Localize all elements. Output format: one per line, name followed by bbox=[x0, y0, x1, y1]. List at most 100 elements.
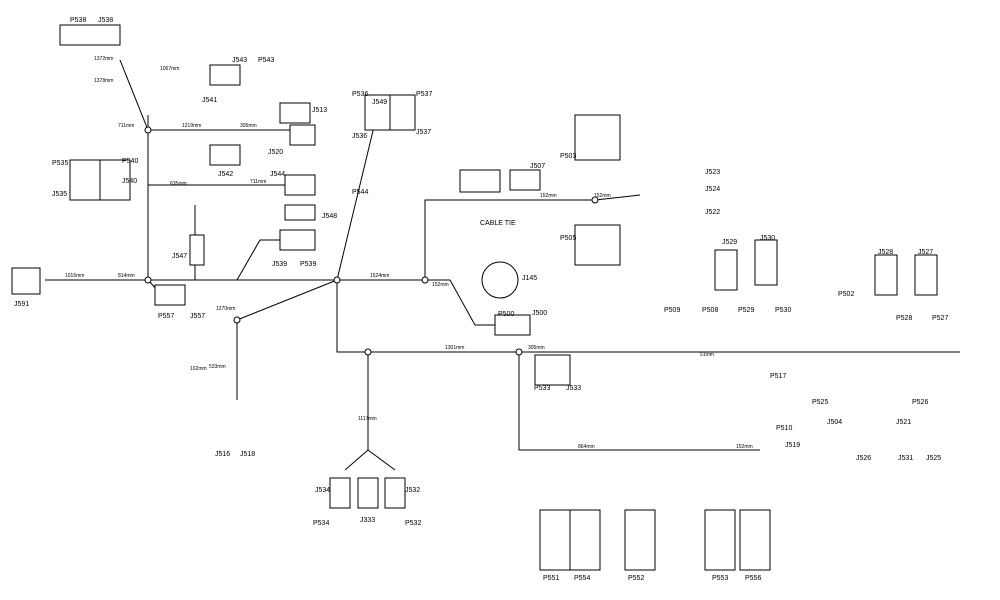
label-p537: P537 bbox=[416, 91, 432, 98]
label-j500: J500 bbox=[532, 310, 547, 317]
connector-j500 bbox=[494, 314, 531, 336]
junction-node bbox=[364, 348, 372, 356]
branch-j592b bbox=[367, 449, 396, 471]
connector-j543 bbox=[209, 64, 241, 86]
connector-p554 bbox=[569, 509, 601, 571]
label-j529: J529 bbox=[722, 239, 737, 246]
label-j591: J591 bbox=[14, 301, 29, 308]
length-711b: 711mm bbox=[250, 179, 266, 185]
label-j557: J557 bbox=[190, 313, 205, 320]
label-j507: J507 bbox=[530, 163, 545, 170]
connector-j513 bbox=[279, 102, 311, 124]
label-p503: P503 bbox=[560, 153, 576, 160]
branch-j592 bbox=[344, 449, 369, 471]
trunk-mid-vertical bbox=[336, 280, 960, 353]
junction-node bbox=[144, 126, 152, 134]
connector-j537 bbox=[389, 94, 416, 131]
label-j543: J543 bbox=[232, 57, 247, 64]
label-j531: J531 bbox=[898, 455, 913, 462]
connector-j333 bbox=[357, 477, 379, 509]
label-p536: P536 bbox=[352, 91, 368, 98]
label-p508: P508 bbox=[702, 307, 718, 314]
junction-node bbox=[144, 276, 152, 284]
label-p532: P532 bbox=[405, 520, 421, 527]
connector-j591 bbox=[11, 267, 41, 295]
label-j547: J547 bbox=[172, 253, 187, 260]
label-p543: P543 bbox=[258, 57, 274, 64]
label-j513: J513 bbox=[312, 107, 327, 114]
label-j539: J539 bbox=[272, 261, 287, 268]
label-p528: P528 bbox=[896, 315, 912, 322]
length-1270: 1270mm bbox=[216, 306, 235, 312]
label-j548: J548 bbox=[322, 213, 337, 220]
label-j536: J536 bbox=[352, 133, 367, 140]
label-p544: P544 bbox=[352, 189, 368, 196]
label-j542: J542 bbox=[218, 171, 233, 178]
label-cable-tie: CABLE TIE bbox=[480, 220, 516, 227]
length-1372: 1372mm bbox=[94, 56, 113, 62]
label-j522: J522 bbox=[705, 209, 720, 216]
connector-j544 bbox=[284, 174, 316, 196]
label-p527: P527 bbox=[932, 315, 948, 322]
label-p538: P538 bbox=[70, 17, 86, 24]
label-j535: J535 bbox=[52, 191, 67, 198]
branch-433 bbox=[424, 194, 641, 280]
label-j519: J519 bbox=[785, 442, 800, 449]
label-p509: P509 bbox=[664, 307, 680, 314]
label-p505: P505 bbox=[560, 235, 576, 242]
junction-node bbox=[515, 348, 523, 356]
label-p517: P517 bbox=[770, 373, 786, 380]
connector-j540 bbox=[99, 159, 131, 201]
label-p552: P552 bbox=[628, 575, 644, 582]
label-j504: J504 bbox=[827, 419, 842, 426]
label-p510: P510 bbox=[776, 425, 792, 432]
length-1219: 1219mm bbox=[182, 123, 201, 129]
label-j523: J523 bbox=[705, 169, 720, 176]
label-p553: P553 bbox=[712, 575, 728, 582]
junction-node bbox=[421, 276, 429, 284]
connector-p552 bbox=[624, 509, 656, 571]
junction-node bbox=[333, 276, 341, 284]
label-p530: P530 bbox=[775, 307, 791, 314]
connector-j530 bbox=[754, 239, 778, 286]
junction-node bbox=[233, 316, 241, 324]
connector-j529 bbox=[714, 249, 738, 291]
connector-p551 bbox=[539, 509, 571, 571]
connector-j145 bbox=[481, 261, 519, 299]
connector-cable-tie bbox=[459, 169, 501, 193]
connector-j547 bbox=[189, 234, 205, 266]
label-p556: P556 bbox=[745, 575, 761, 582]
length-1524: 1524mm bbox=[370, 273, 389, 279]
label-j516: J516 bbox=[215, 451, 230, 458]
length-635: 635mm bbox=[170, 181, 187, 187]
label-p500: P500 bbox=[498, 311, 514, 318]
length-152: 152mm bbox=[432, 282, 449, 288]
label-j518: J518 bbox=[240, 451, 255, 458]
length-152d: 152mm bbox=[736, 444, 753, 450]
label-j526: J526 bbox=[856, 455, 871, 462]
length-102: 102mm bbox=[190, 366, 207, 372]
length-51: 51mm bbox=[700, 352, 714, 358]
length-152b: 152mm bbox=[540, 193, 557, 199]
label-j530: J530 bbox=[760, 235, 775, 242]
label-p554: P554 bbox=[574, 575, 590, 582]
length-1016: 1016mm bbox=[65, 273, 84, 279]
branch-bottom-right bbox=[518, 352, 760, 451]
length-533: 533mm bbox=[209, 364, 226, 370]
connector-p503 bbox=[574, 114, 621, 161]
connector-j533 bbox=[534, 354, 571, 386]
label-j540: J540 bbox=[122, 178, 137, 185]
connector-j528 bbox=[874, 254, 898, 296]
label-p525: P525 bbox=[812, 399, 828, 406]
label-j532: J532 bbox=[405, 487, 420, 494]
length-305b: 305mm bbox=[240, 123, 257, 129]
length-864: 864mm bbox=[578, 444, 595, 450]
connector-j507 bbox=[509, 169, 541, 191]
connector-j535 bbox=[69, 159, 101, 201]
label-p551: P551 bbox=[543, 575, 559, 582]
connector-j542 bbox=[209, 144, 241, 166]
label-j534: J534 bbox=[315, 487, 330, 494]
label-j525: J525 bbox=[926, 455, 941, 462]
connector-p505 bbox=[574, 224, 621, 266]
length-814: 814mm bbox=[118, 273, 135, 279]
